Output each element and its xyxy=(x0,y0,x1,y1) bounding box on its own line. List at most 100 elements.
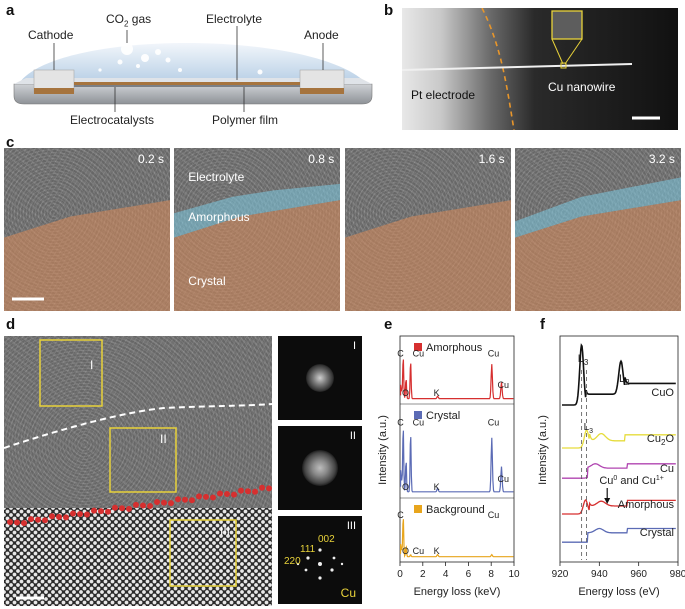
interface-marker xyxy=(42,517,48,524)
peak-label: O xyxy=(402,388,409,398)
panel-label-f: f xyxy=(540,316,545,333)
x-tick-label: 2 xyxy=(420,569,426,580)
frame-label-amorphous: Amorphous xyxy=(188,210,250,224)
crystal-overlay xyxy=(4,200,170,311)
legend-swatch xyxy=(414,411,422,419)
interface-marker xyxy=(21,520,27,527)
series-line-amorphous xyxy=(399,359,514,400)
interface-marker xyxy=(252,488,258,495)
electrolyte-label: Electrolyte xyxy=(206,12,263,26)
interface-marker xyxy=(91,507,97,514)
interface-marker xyxy=(140,502,146,509)
interface-marker xyxy=(161,499,167,506)
interface-marker xyxy=(245,488,251,495)
co2-gas-label: CO2 gas xyxy=(106,12,152,29)
panel-label-a: a xyxy=(6,2,15,19)
x-tick-label: 4 xyxy=(443,569,449,580)
frame-time: 0.8 s xyxy=(308,152,335,166)
roi-label-1: I xyxy=(90,358,94,372)
electrolyte-dome xyxy=(20,43,365,82)
fft-element-label: Cu xyxy=(340,586,356,600)
x-tick-label: 10 xyxy=(508,569,520,580)
peak-label: Cu xyxy=(413,348,425,358)
x-axis-label: Energy loss (keV) xyxy=(414,586,501,598)
sem-image: Pt electrode Cu nanowire xyxy=(402,8,678,130)
gas-bubbles xyxy=(98,43,263,75)
fft-label-1: I xyxy=(352,340,356,352)
interface-marker xyxy=(119,505,125,512)
series-label: CuO xyxy=(651,387,674,399)
panel-label-c: c xyxy=(6,134,15,151)
peak-label: Cu xyxy=(488,510,500,520)
peak-label: K xyxy=(434,546,440,556)
interface-markers xyxy=(7,484,272,527)
cu0-cu1-annotation: Cu0 and Cu1+ xyxy=(599,475,663,487)
legend-label: Crystal xyxy=(426,410,460,422)
interface-marker xyxy=(182,496,188,503)
peak-label: C xyxy=(397,510,404,520)
tem-frame: 3.2 s xyxy=(514,148,681,311)
roi-box-2 xyxy=(109,427,177,493)
x-axis-label: Energy loss (eV) xyxy=(578,586,659,598)
legend-label: Amorphous xyxy=(426,342,483,354)
interface-marker xyxy=(14,519,20,526)
anode-label: Anode xyxy=(304,28,339,42)
series-line xyxy=(562,343,676,406)
fft-label-2: II xyxy=(349,430,356,442)
l3-label: L3 xyxy=(578,353,589,367)
interface-marker xyxy=(217,490,223,497)
series-line-background xyxy=(399,519,514,558)
frame-label-electrolyte: Electrolyte xyxy=(188,170,245,184)
interface-marker xyxy=(154,499,160,506)
peak-label: C xyxy=(397,418,404,428)
interface-marker xyxy=(105,508,111,515)
series-label: Crystal xyxy=(640,527,674,539)
x-tick-label: 920 xyxy=(552,569,569,580)
peak-label: Cu xyxy=(488,418,500,428)
peak-label: Cu xyxy=(413,546,425,556)
series-label: Amorphous xyxy=(618,499,675,511)
peak-label: Cu xyxy=(497,474,509,484)
anode-electrode xyxy=(300,88,344,94)
interface-marker xyxy=(63,514,69,521)
series-line xyxy=(562,499,676,515)
interface-marker xyxy=(112,504,118,511)
interface-marker xyxy=(56,513,62,520)
peak-label: Cu xyxy=(413,418,425,428)
l2-label: L2 xyxy=(619,373,630,387)
y-axis-label: Intensity (a.u.) xyxy=(377,415,389,485)
legend-swatch xyxy=(414,505,422,513)
panel-label-e: e xyxy=(384,316,393,333)
legend-label: Background xyxy=(426,504,485,516)
cu-nanowire-label: Cu nanowire xyxy=(548,80,616,94)
x-tick-label: 960 xyxy=(630,569,647,580)
fft-inset-1: I xyxy=(278,336,362,420)
interface-marker xyxy=(266,485,272,492)
cathode-label: Cathode xyxy=(28,28,74,42)
roi-box-1 xyxy=(39,339,103,407)
crystal-overlay xyxy=(514,200,681,311)
roi-box-3 xyxy=(169,519,237,587)
interface-marker xyxy=(98,508,104,515)
frame-time: 0.2 s xyxy=(137,152,164,166)
fft-index-111: 111 xyxy=(300,544,316,555)
interface-marker xyxy=(231,491,237,498)
interface-marker xyxy=(147,503,153,509)
interface-marker xyxy=(28,516,34,523)
fft-index-002: 002 xyxy=(318,534,335,545)
interface-marker xyxy=(175,496,181,503)
interface-marker xyxy=(70,510,76,517)
panel-label-b: b xyxy=(384,2,394,19)
interface-marker xyxy=(7,519,13,525)
x-tick-label: 0 xyxy=(397,569,403,580)
peak-label: K xyxy=(434,482,440,492)
cu-nanowire-line xyxy=(402,63,633,71)
frame-time: 3.2 s xyxy=(648,152,675,166)
interface-marker xyxy=(210,494,216,501)
interface-marker xyxy=(196,493,202,500)
interface-marker xyxy=(203,493,209,500)
tem-frame: 0.2 s xyxy=(4,148,170,311)
series-line xyxy=(562,527,676,543)
